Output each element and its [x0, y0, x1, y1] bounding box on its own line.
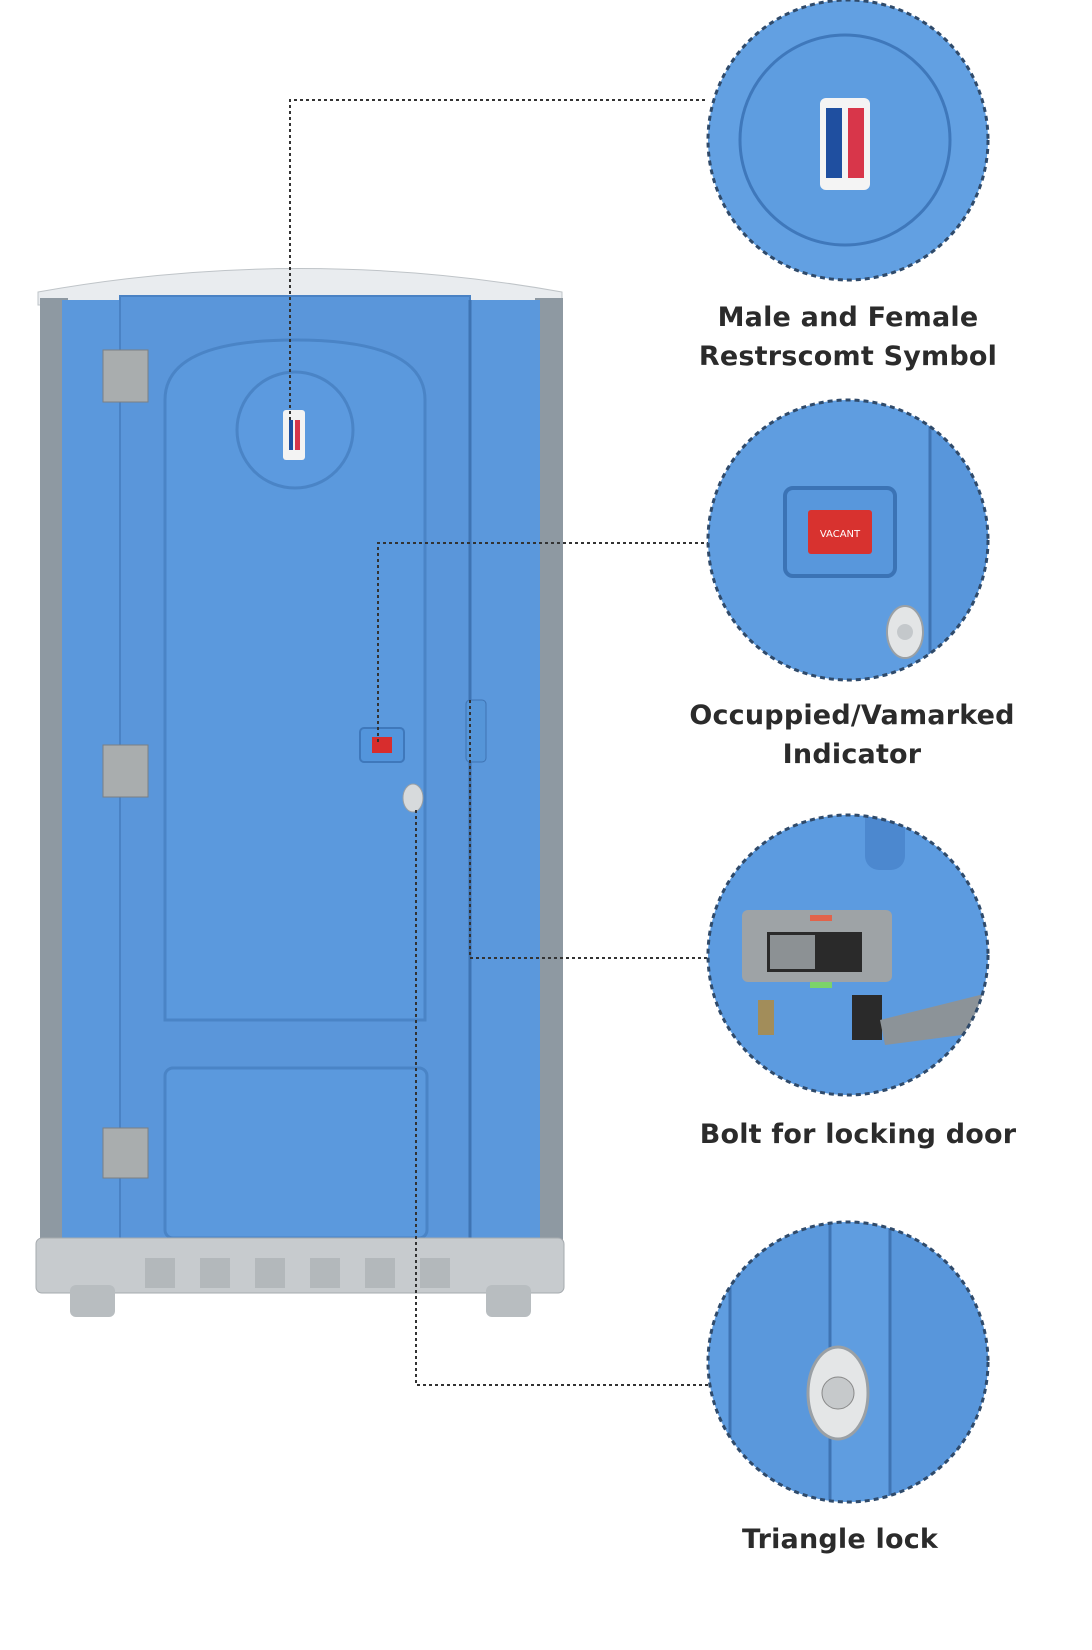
indicator-badge-text: VACANT	[820, 529, 861, 540]
callout-circle-indicator: VACANT	[706, 398, 990, 682]
callout-label-bolt: Bolt for locking door	[668, 1115, 1048, 1154]
callout-label-symbol: Male and Female Restrscomt Symbol	[658, 298, 1038, 376]
label-line: Triangle lock	[741, 1524, 939, 1555]
callout-circle-symbol	[706, 0, 990, 282]
label-line: Male and Female	[717, 302, 979, 333]
leader-lines	[289, 99, 708, 1386]
callout-label-indicator: Occuppied/Vamarked Indicator	[662, 696, 1042, 774]
callout-circle-bolt	[706, 813, 990, 1097]
toilet-cabin	[35, 268, 565, 1317]
indicator-icon	[372, 737, 392, 753]
callout-circle-lock	[706, 1220, 990, 1504]
label-line: Bolt for locking door	[699, 1119, 1017, 1150]
callout-label-lock: Triangle lock	[650, 1520, 1030, 1559]
label-line: Indicator	[782, 739, 922, 770]
triangle-lock-icon	[402, 783, 424, 813]
label-line: Restrscomt Symbol	[698, 341, 998, 372]
restroom-symbol-icon	[283, 410, 305, 460]
label-line: Occuppied/Vamarked	[689, 700, 1015, 731]
